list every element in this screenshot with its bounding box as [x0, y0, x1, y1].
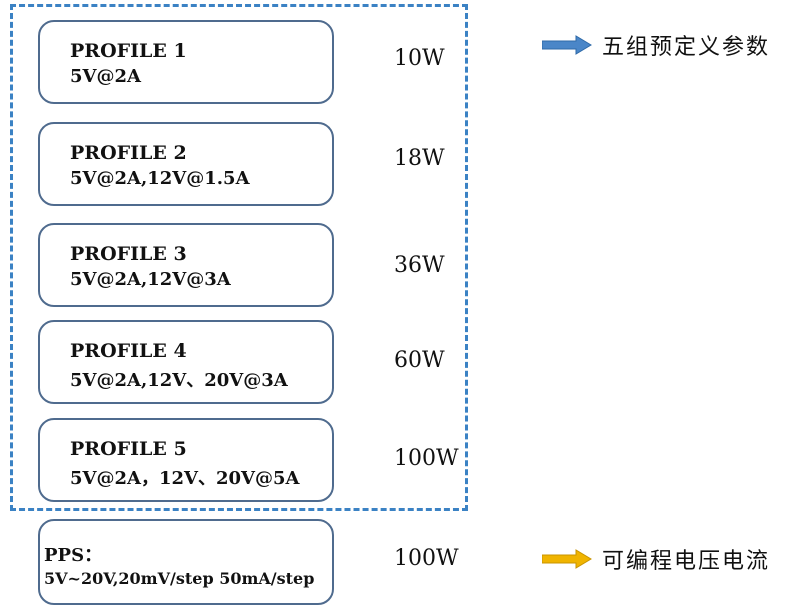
predefined-annotation: 五组预定义参数	[542, 30, 770, 60]
profile-3-box: PROFILE 3 5V@2A,12V@3A	[38, 223, 334, 307]
pps-spec: 5V~20V,20mV/step 50mA/step	[44, 569, 315, 588]
pps-name: PPS：	[44, 545, 103, 566]
profile-5-name: PROFILE 5	[70, 438, 187, 460]
profile-1-power: 10W	[394, 46, 445, 71]
profile-4-power: 60W	[394, 348, 445, 373]
programmable-label: 可编程电压电流	[602, 549, 771, 574]
arrow-right-icon	[542, 35, 592, 55]
arrow-right-icon	[542, 549, 592, 569]
predefined-profiles-group	[10, 4, 468, 511]
profile-5-box: PROFILE 5 5V@2A，12V、20V@5A	[38, 418, 334, 502]
profile-2-box: PROFILE 2 5V@2A,12V@1.5A	[38, 122, 334, 206]
programmable-annotation: 可编程电压电流	[542, 544, 770, 574]
profile-1-name: PROFILE 1	[70, 40, 187, 62]
profile-4-box: PROFILE 4 5V@2A,12V、20V@3A	[38, 320, 334, 404]
profile-5-power: 100W	[394, 446, 459, 471]
profile-3-name: PROFILE 3	[70, 243, 187, 265]
profile-3-spec: 5V@2A,12V@3A	[70, 269, 231, 290]
profile-2-spec: 5V@2A,12V@1.5A	[70, 168, 250, 189]
predefined-label: 五组预定义参数	[602, 35, 771, 60]
profile-4-spec: 5V@2A,12V、20V@3A	[70, 370, 288, 391]
profile-1-box: PROFILE 1 5V@2A	[38, 20, 334, 104]
pps-box: PPS： 5V~20V,20mV/step 50mA/step	[38, 519, 334, 605]
profile-5-spec: 5V@2A，12V、20V@5A	[70, 468, 300, 489]
profile-2-name: PROFILE 2	[70, 142, 187, 164]
profile-4-name: PROFILE 4	[70, 340, 187, 362]
profile-2-power: 18W	[394, 146, 445, 171]
profile-1-spec: 5V@2A	[70, 66, 141, 87]
profile-3-power: 36W	[394, 253, 445, 278]
pps-power: 100W	[394, 546, 459, 571]
